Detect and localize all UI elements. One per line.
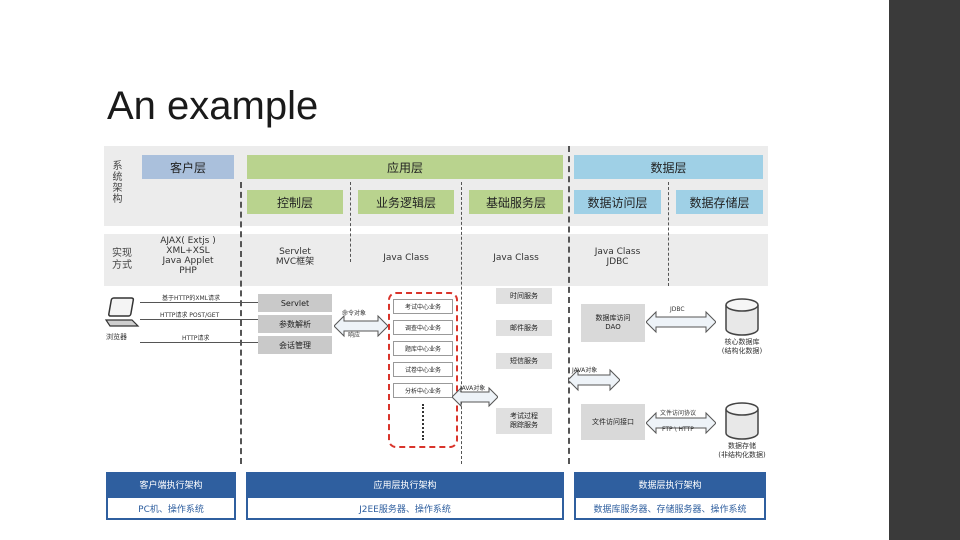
business-box-analysis: 分析中心业务 (393, 383, 453, 398)
footer-data-arch: 数据层执行架构 (574, 472, 766, 496)
divider-app-data (568, 146, 570, 464)
impl-client-line: Java Applet (162, 256, 214, 266)
bidirectional-arrow-icon (646, 310, 716, 334)
bidirectional-arrow-icon (334, 314, 388, 338)
layer-base-header: 基础服务层 (469, 190, 563, 214)
footer-app-env: J2EE服务器、操作系统 (246, 496, 564, 520)
laptop-icon (104, 297, 140, 327)
base-box-time: 时间服务 (496, 288, 552, 304)
response-label: 响应 (348, 332, 361, 339)
divider-client-app (240, 182, 242, 464)
database-icon (725, 402, 759, 440)
row-label-implementation: 实现方式 (106, 248, 138, 272)
impl-client-line: AJAX( Extjs ) (160, 236, 216, 246)
dao-box: 数据库访问 DAO (581, 304, 645, 342)
arrow-xml-request-label: 基于HTTP的XML请求 (162, 293, 220, 302)
dao-box-line: 数据库访问 (595, 314, 631, 322)
impl-control-line: MVC框架 (275, 257, 315, 267)
impl-client-line: XML+XSL (166, 246, 210, 256)
dao-box-line: DAO (605, 323, 621, 331)
slide-title: An example (107, 84, 319, 128)
arrow-http-post-get (140, 319, 258, 320)
jdbc-label: JDBC (670, 306, 685, 313)
architecture-diagram: 系统架构 实现方式 客户层 应用层 数据层 控制层 业务逻辑层 基础服务层 数据… (104, 146, 768, 524)
command-object-label: 命令对象 (342, 310, 367, 317)
base-box-exam-tracking-line: 考试过程 (510, 412, 538, 420)
java-object-label-1: JAVA对象 (460, 385, 486, 392)
impl-control-line: Servlet (279, 247, 311, 257)
business-module-container (388, 292, 458, 448)
impl-dao-line: JDBC (606, 257, 629, 267)
footer-client-arch: 客户端执行架构 (106, 472, 236, 496)
core-db-label-line: 核心数据库 (724, 338, 760, 346)
core-db-label: 核心数据库 (结构化数据) (704, 338, 780, 356)
impl-client-line: PHP (179, 266, 197, 276)
ftp-http-label: FTP \ HTTP (662, 426, 694, 433)
business-box-exam: 考试中心业务 (393, 299, 453, 314)
implementation-row-band (104, 234, 768, 286)
file-protocol-label: 文件访问协议 (660, 410, 697, 417)
footer-data-env: 数据库服务器、存储服务器、操作系统 (574, 496, 766, 520)
row-label-implementation-text: 实现方式 (112, 248, 132, 271)
arrow-http-request-label: HTTP请求 (182, 333, 210, 342)
arrow-http-post-get-label: HTTP请求 POST/GET (160, 310, 220, 319)
base-box-mail: 邮件服务 (496, 320, 552, 336)
impl-client: AJAX( Extjs ) XML+XSL Java Applet PHP (142, 236, 234, 276)
footer-app-arch: 应用层执行架构 (246, 472, 564, 496)
tier-data-header: 数据层 (574, 155, 763, 179)
base-box-exam-tracking: 考试过程 跟踪服务 (496, 408, 552, 434)
base-box-sms: 短信服务 (496, 353, 552, 369)
layer-dao-header: 数据访问层 (574, 190, 661, 214)
impl-dao: Java Class JDBC (574, 247, 661, 267)
footer-client-env: PC机、操作系统 (106, 496, 236, 520)
layer-storage-header: 数据存储层 (676, 190, 763, 214)
impl-control: Servlet MVC框架 (247, 247, 343, 267)
database-icon (725, 298, 759, 336)
divider-dao-storage (668, 182, 669, 286)
impl-business: Java Class (383, 253, 429, 263)
file-access-box: 文件访问接口 (581, 404, 645, 440)
bidirectional-arrow-icon (452, 386, 498, 408)
impl-base: Java Class (493, 253, 539, 263)
control-box-servlet: Servlet (258, 294, 332, 312)
java-object-label-2: JAVA对象 (572, 367, 598, 374)
layer-control-header: 控制层 (247, 190, 343, 214)
tier-client-header: 客户层 (142, 155, 234, 179)
divider-control-business (350, 182, 351, 262)
file-storage-label: 数据存储 (非结构化数据) (704, 442, 780, 460)
divider-business-base (461, 182, 462, 464)
business-box-paper: 试卷中心业务 (393, 362, 453, 377)
browser-label: 浏览器 (106, 333, 127, 341)
bidirectional-arrow-icon (646, 411, 716, 435)
layer-business-header: 业务逻辑层 (358, 190, 454, 214)
impl-dao-line: Java Class (594, 247, 641, 257)
core-db-label-line: (结构化数据) (721, 347, 763, 355)
file-storage-label-line: (非结构化数据) (718, 451, 766, 459)
business-more-dots (422, 404, 424, 440)
business-box-survey: 调查中心业务 (393, 320, 453, 335)
row-label-architecture: 系统架构 (110, 160, 121, 204)
right-sidebar-bar (889, 0, 960, 540)
control-box-param-parse: 参数解析 (258, 315, 332, 333)
file-storage-label-line: 数据存储 (728, 442, 756, 450)
arrow-xml-request (140, 302, 258, 303)
bidirectional-arrow-icon (568, 368, 620, 392)
arrow-http-request (140, 342, 258, 343)
control-box-session: 会话管理 (258, 336, 332, 354)
tier-app-header: 应用层 (247, 155, 563, 179)
business-box-question-bank: 题库中心业务 (393, 341, 453, 356)
base-box-exam-tracking-line: 跟踪服务 (510, 421, 538, 429)
